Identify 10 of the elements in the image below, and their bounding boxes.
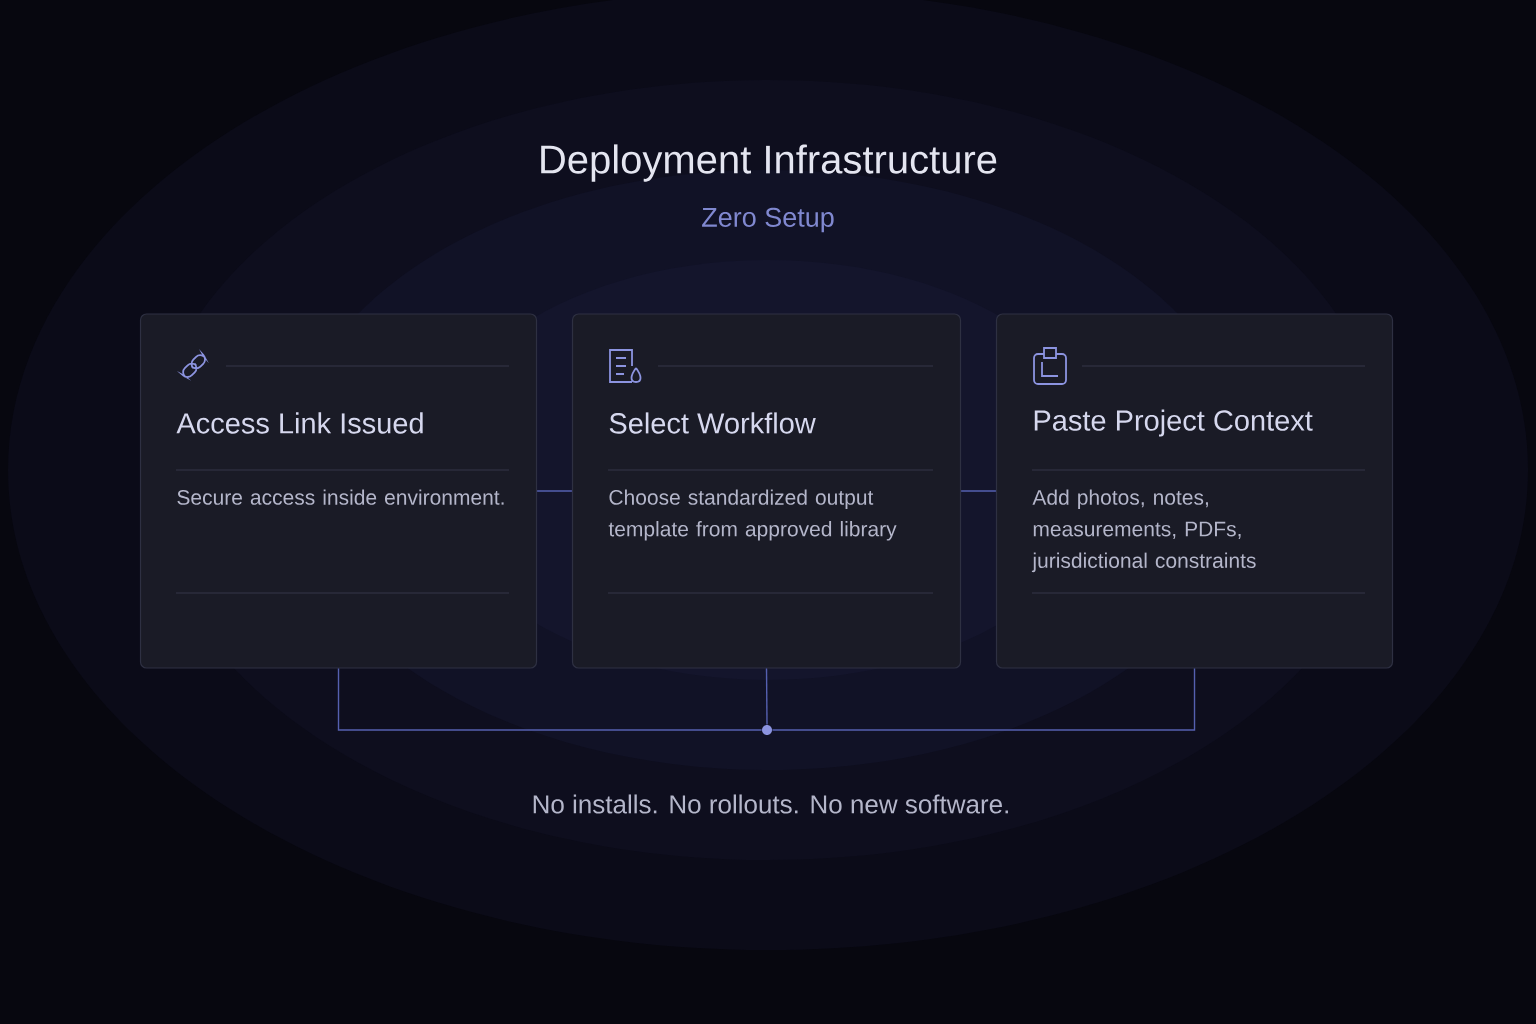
footer-note: No installs. No rollouts. No new software. <box>533 794 1008 814</box>
connector-line <box>765 667 768 726</box>
connector-line <box>337 667 763 731</box>
connector-line <box>960 490 997 492</box>
subtitle: Zero Setup <box>702 207 834 233</box>
step-card: Select Workflow Choose standardized output template from approved library <box>571 313 962 669</box>
step-card: Paste Project Context Add photos, notes, measurements, PDFs, jurisdictional constraints <box>995 313 1394 669</box>
title: Deployment Infrastructure <box>541 144 997 182</box>
connector-line <box>771 667 1196 731</box>
connector-line <box>536 490 573 492</box>
